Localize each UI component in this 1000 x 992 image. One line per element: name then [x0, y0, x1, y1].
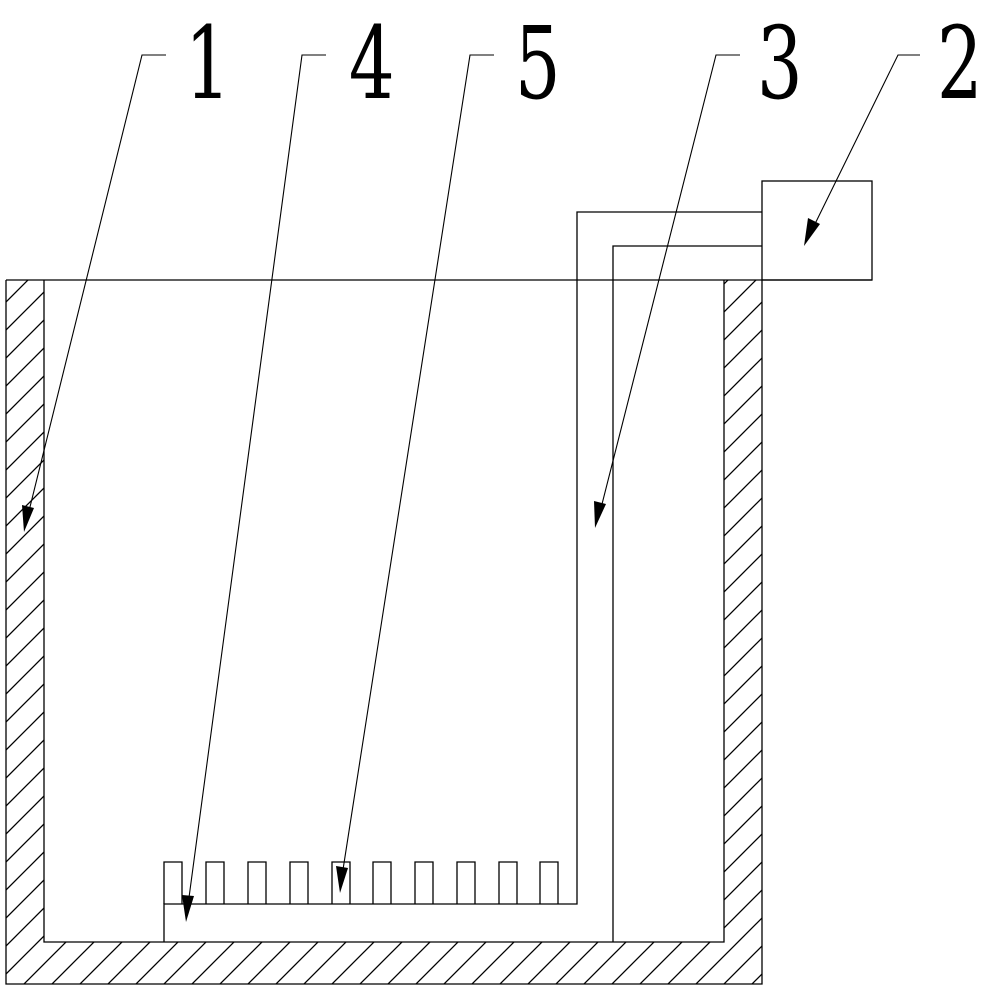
- nozzle: [163, 861, 183, 904]
- nozzle: [372, 861, 392, 904]
- callout-labels: 1 4 5 3 2: [185, 5, 983, 122]
- nozzle-row: [163, 861, 559, 904]
- device-box: [761, 180, 873, 281]
- nozzle: [289, 861, 309, 904]
- nozzle: [539, 861, 559, 904]
- leader-line-2: [804, 54, 920, 246]
- nozzle: [414, 861, 434, 904]
- leader-line-3: [594, 54, 740, 528]
- nozzle: [456, 861, 476, 904]
- nozzle: [205, 861, 225, 904]
- container-vessel: [5, 280, 763, 985]
- callout-label-2: 2: [937, 5, 983, 122]
- callout-label-3: 3: [757, 5, 803, 122]
- callout-label-1: 1: [185, 5, 231, 122]
- leader-line-5: [336, 54, 494, 893]
- nozzle: [331, 861, 351, 904]
- nozzle: [498, 861, 518, 904]
- l-shaped-pipe: [163, 211, 762, 942]
- nozzle: [247, 861, 267, 904]
- leader-lines: [22, 54, 920, 922]
- leader-line-4: [182, 54, 326, 922]
- callout-label-5: 5: [515, 5, 561, 122]
- leader-line-1: [22, 54, 166, 532]
- callout-label-4: 4: [349, 5, 395, 122]
